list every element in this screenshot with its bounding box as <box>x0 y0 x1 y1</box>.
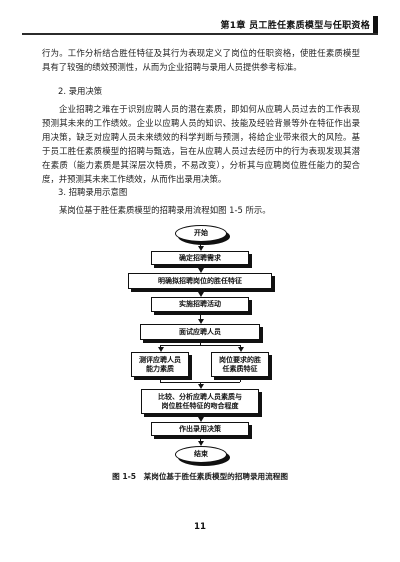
flow-step-define-competency: 明确拟招聘岗位的胜任特征 <box>128 273 272 289</box>
heading-diagram: 3. 招聘录用示意图 <box>58 187 128 197</box>
chapter-title: 第1章 员工胜任素质模型与任职资格 <box>220 21 370 31</box>
page-number: 11 <box>194 522 206 532</box>
paragraph-2: 企业招聘之难在于识别应聘人员的潜在素质，即如何从应聘人员过去的工作表现预测其未来… <box>42 104 360 184</box>
flow-step-compare-fit-line2: 岗位胜任特征的吻合程度 <box>161 401 239 410</box>
flow-step-compare-fit: 比较、分析应聘人员素质与 岗位胜任特征的吻合程度 <box>141 389 259 414</box>
flow-step-required-competency-line1: 岗位要求的胜 <box>219 355 261 364</box>
flow-step-hiring-decision: 作出录用决策 <box>151 422 249 436</box>
flow-step-required-competency: 岗位要求的胜 任素质特征 <box>211 352 269 377</box>
flow-step-assess-ability-line1: 测评应聘人员 <box>139 355 181 364</box>
flow-step-required-competency-line2: 任素质特征 <box>222 364 258 373</box>
flow-step-conduct-recruiting: 实施招聘活动 <box>151 297 249 312</box>
paragraph-3: 某岗位基于胜任素质模型的招聘录用流程如图 1-5 所示。 <box>59 205 271 215</box>
flow-step-assess-ability-line2: 能力素质 <box>146 364 174 373</box>
flow-start: 开始 <box>175 225 227 242</box>
flow-end: 结束 <box>175 446 227 463</box>
heading-decision: 2. 录用决策 <box>58 86 103 96</box>
flow-step-compare-fit-line1: 比较、分析应聘人员素质与 <box>158 392 242 401</box>
flow-step-interview: 面试应聘人员 <box>140 324 260 340</box>
paragraph-1: 行为。工作分析结合胜任特征及其行为表现定义了岗位的任职资格，使胜任素质模型具有了… <box>42 48 360 72</box>
flow-step-assess-ability: 测评应聘人员 能力素质 <box>131 352 189 377</box>
header-bar <box>373 16 378 34</box>
figure-caption: 图 1-5 某岗位基于胜任素质模型的招聘录用流程图 <box>112 472 288 481</box>
running-header: 第1章 员工胜任素质模型与任职资格 <box>0 0 400 35</box>
header-rule <box>22 33 378 35</box>
flow-step-determine-needs: 确定招聘需求 <box>151 251 249 265</box>
